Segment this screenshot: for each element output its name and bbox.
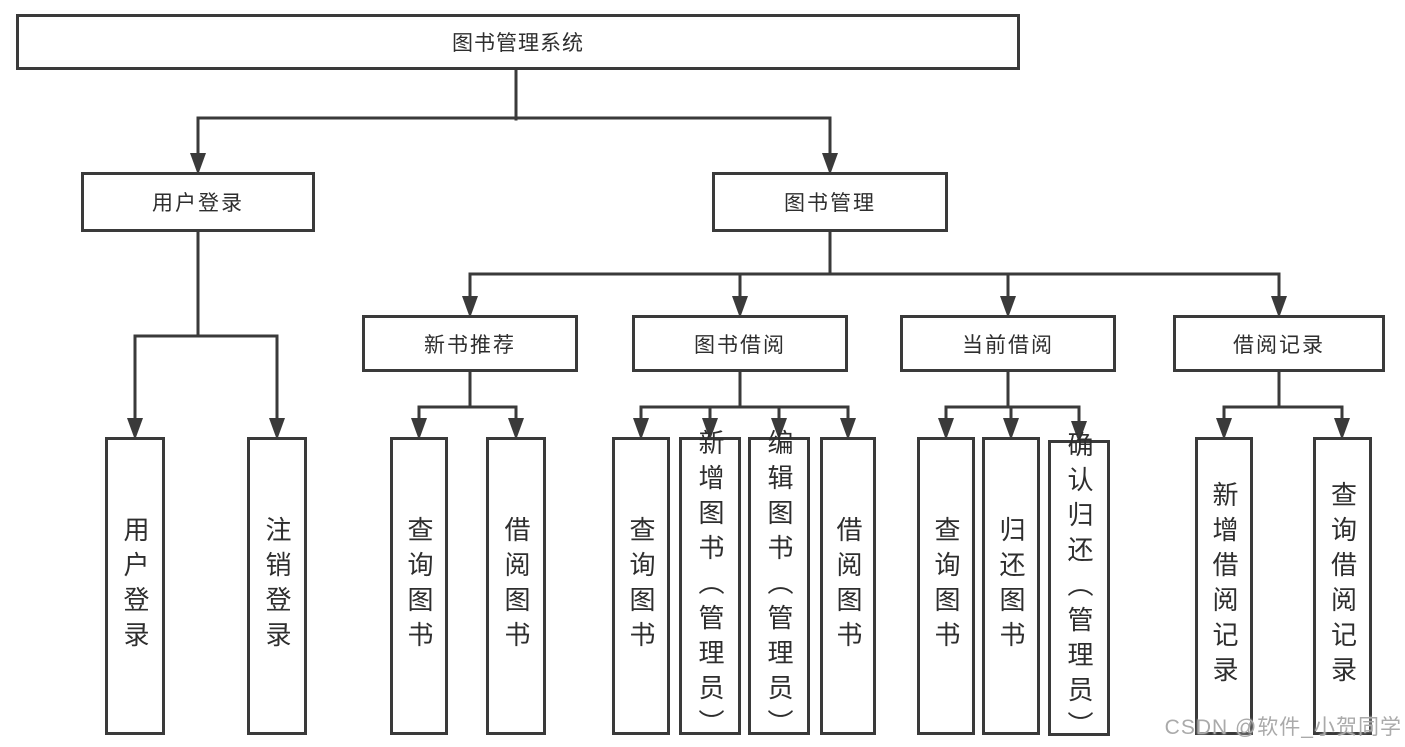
leaf-recommend-borrow-book: 借阅图书 bbox=[486, 437, 546, 735]
leaf-borrow-edit-book-admin-label: 编辑图书（管理员） bbox=[764, 428, 794, 744]
node-new-book-recommend-label: 新书推荐 bbox=[424, 333, 516, 357]
node-current-borrow: 当前借阅 bbox=[900, 315, 1116, 372]
csdn-watermark: CSDN @软件_小贺同学 bbox=[1164, 716, 1402, 739]
leaf-current-return-book: 归还图书 bbox=[982, 437, 1040, 735]
leaf-records-query-record-label: 查询借阅记录 bbox=[1327, 481, 1358, 691]
leaf-borrow-query-book: 查询图书 bbox=[612, 437, 670, 735]
node-borrow-records-label: 借阅记录 bbox=[1233, 333, 1325, 357]
node-current-borrow-label: 当前借阅 bbox=[962, 333, 1054, 357]
leaf-current-return-book-label: 归还图书 bbox=[996, 516, 1026, 656]
leaf-borrow-query-book-label: 查询图书 bbox=[626, 516, 656, 656]
node-new-book-recommend: 新书推荐 bbox=[362, 315, 578, 372]
leaf-logout: 注销登录 bbox=[247, 437, 307, 735]
leaf-records-add-record: 新增借阅记录 bbox=[1195, 437, 1253, 735]
node-book-management: 图书管理 bbox=[712, 172, 948, 232]
leaf-current-confirm-return-admin: 确认归还（管理员） bbox=[1048, 431, 1110, 746]
leaf-borrow-edit-book-admin: 编辑图书（管理员） bbox=[748, 429, 810, 744]
leaf-borrow-add-book-admin-label: 新增图书（管理员） bbox=[695, 428, 725, 744]
node-root-label: 图书管理系统 bbox=[452, 32, 584, 55]
node-user-login-label: 用户登录 bbox=[152, 192, 244, 215]
leaf-recommend-query-book-label: 查询图书 bbox=[404, 516, 434, 656]
node-book-management-label: 图书管理 bbox=[784, 192, 876, 215]
leaf-borrow-borrow-book-label: 借阅图书 bbox=[833, 516, 863, 656]
leaf-current-query-book: 查询图书 bbox=[917, 437, 975, 735]
leaf-records-query-record: 查询借阅记录 bbox=[1313, 437, 1372, 735]
leaf-current-confirm-return-admin-label: 确认归还（管理员） bbox=[1064, 430, 1094, 746]
leaf-user-login: 用户登录 bbox=[105, 437, 165, 735]
leaf-borrow-borrow-book: 借阅图书 bbox=[820, 437, 876, 735]
leaf-recommend-borrow-book-label: 借阅图书 bbox=[501, 516, 531, 656]
node-borrow-records: 借阅记录 bbox=[1173, 315, 1385, 372]
leaf-borrow-add-book-admin: 新增图书（管理员） bbox=[679, 429, 741, 744]
leaf-user-login-label: 用户登录 bbox=[120, 516, 150, 656]
leaf-current-query-book-label: 查询图书 bbox=[931, 516, 961, 656]
leaf-records-add-record-label: 新增借阅记录 bbox=[1209, 481, 1239, 691]
node-book-borrow: 图书借阅 bbox=[632, 315, 848, 372]
node-root-system: 图书管理系统 bbox=[16, 14, 1020, 70]
leaf-logout-label: 注销登录 bbox=[262, 516, 292, 656]
node-user-login: 用户登录 bbox=[81, 172, 315, 232]
node-book-borrow-label: 图书借阅 bbox=[694, 333, 786, 357]
leaf-recommend-query-book: 查询图书 bbox=[390, 437, 448, 735]
